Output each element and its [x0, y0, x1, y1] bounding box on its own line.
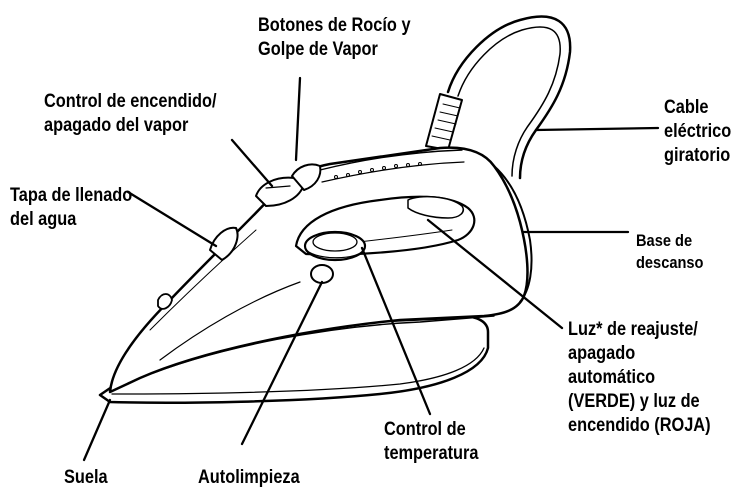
label-auto-off-light: Luz* de reajuste/ apagado automático (VE…	[568, 318, 711, 438]
label-cord: Cable eléctrico giratorio	[664, 96, 731, 168]
label-temperature-control: Control de temperatura	[384, 418, 478, 466]
label-steam-control: Control de encendido/ apagado del vapor	[44, 90, 216, 138]
label-spray-buttons: Botones de Rocío y Golpe de Vapor	[258, 14, 411, 62]
label-heel-rest: Base de descanso	[636, 230, 703, 274]
label-soleplate: Suela	[64, 466, 108, 490]
label-self-clean: Autolimpieza	[198, 466, 300, 490]
self-clean-button	[311, 265, 333, 283]
temperature-dial	[305, 232, 365, 260]
label-fill-cap: Tapa de llenado del agua	[10, 184, 132, 232]
cord-strain-relief	[426, 94, 462, 150]
